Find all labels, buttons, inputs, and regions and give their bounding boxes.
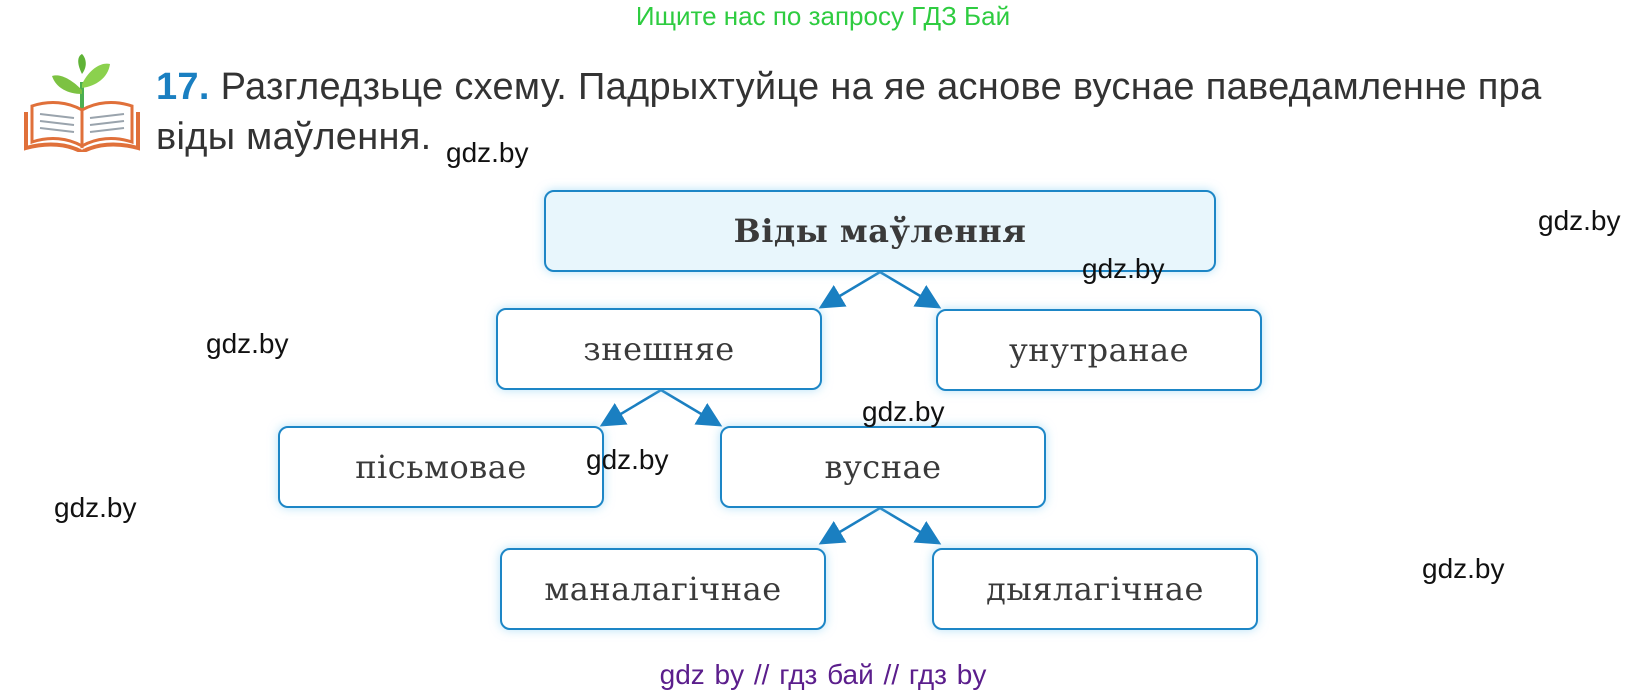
open-book-with-sprout-icon bbox=[24, 54, 140, 152]
watermark: gdz.by bbox=[862, 396, 945, 427]
watermark: gdz.by bbox=[206, 328, 289, 359]
diagram-internal-box: унутранае bbox=[936, 309, 1262, 391]
diagram-external-box: знешняе bbox=[496, 308, 822, 390]
watermark: gdz.by bbox=[1538, 205, 1621, 236]
arrow-external-to-written bbox=[599, 388, 662, 427]
task-number: 17. bbox=[156, 66, 210, 108]
task-statement: 17. Разгледзьце схему. Падрыхтуйце на яе… bbox=[156, 62, 1616, 162]
diagram-root-box: Віды маўлення bbox=[544, 190, 1216, 272]
watermark: gdz.by bbox=[1082, 253, 1165, 284]
footer-note: gdz by // гдз бай // гдз by bbox=[659, 659, 987, 690]
arrow-root-to-external bbox=[818, 270, 881, 309]
diagram-monologic-box: маналагічнае bbox=[500, 548, 826, 630]
watermark: gdz.by bbox=[1422, 553, 1505, 584]
header-note: Ищите нас по запросу ГДЗ Бай bbox=[635, 1, 1011, 31]
diagram-oral-box: вуснае bbox=[720, 426, 1046, 508]
arrow-external-to-oral bbox=[660, 388, 723, 427]
arrow-oral-to-monologic bbox=[818, 506, 881, 545]
arrow-root-to-internal bbox=[879, 270, 942, 309]
watermark: gdz.by bbox=[446, 137, 529, 168]
diagram-written-box: пісьмовае bbox=[278, 426, 604, 508]
task-text: Разгледзьце схему. Падрыхтуйце на яе асн… bbox=[156, 66, 1542, 158]
watermark: gdz.by bbox=[586, 444, 669, 475]
arrow-oral-to-dialogic bbox=[879, 506, 942, 545]
diagram-dialogic-box: дыялагічнае bbox=[932, 548, 1258, 630]
watermark: gdz.by bbox=[54, 492, 137, 523]
